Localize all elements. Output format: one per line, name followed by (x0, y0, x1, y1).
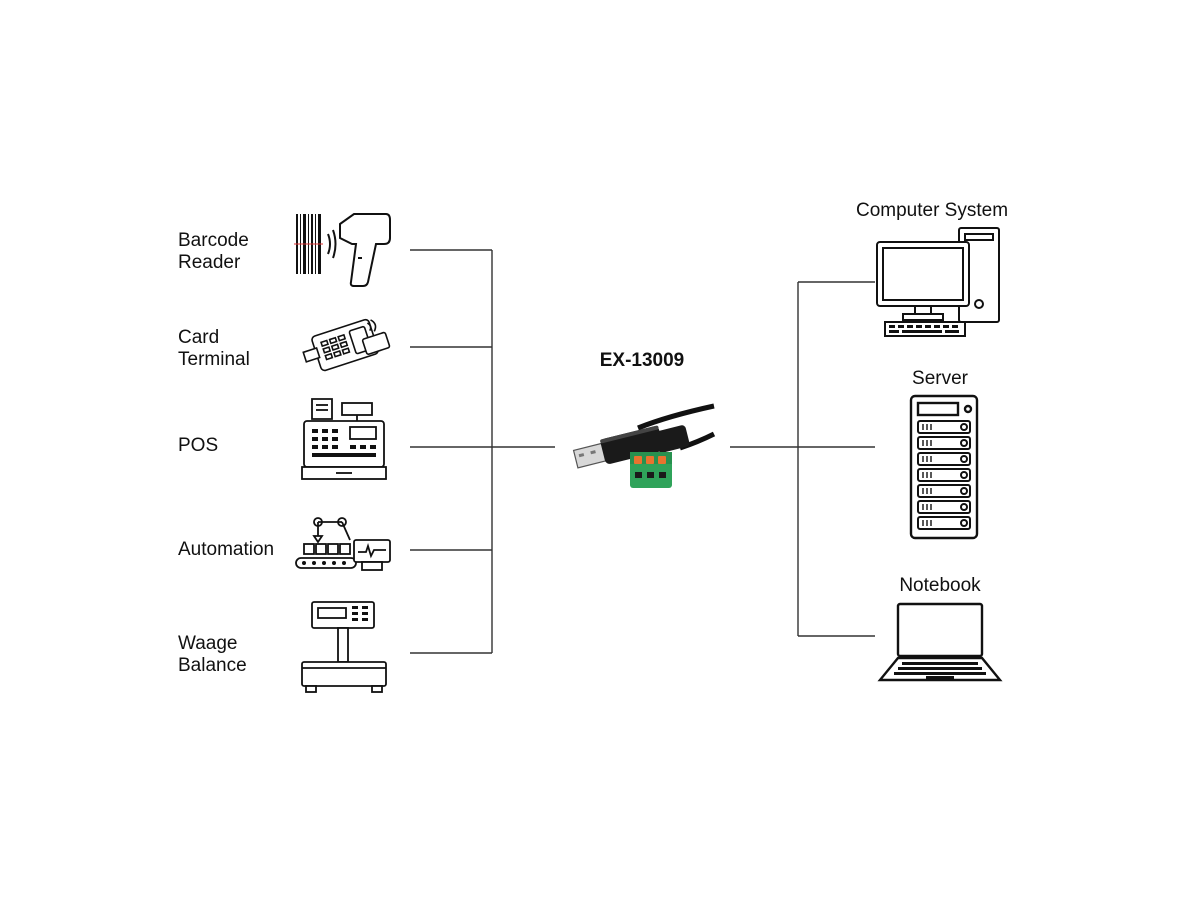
server-drive-led (960, 439, 968, 447)
product-title: EX-13009 (599, 350, 685, 371)
device-label-barcode-reader: Barcode Reader (178, 230, 249, 273)
host-label-server: Server (912, 368, 968, 389)
device-label-scale: Waage Balance (178, 633, 247, 676)
server-drive-led (960, 519, 968, 527)
server-drive-led (960, 503, 968, 511)
server-drive-led (960, 423, 968, 431)
device-label-card-terminal: Card Terminal (178, 327, 250, 370)
server-drive-led (960, 487, 968, 495)
pos-register-icon (301, 398, 387, 480)
barcode-reader-icon (294, 213, 391, 287)
desktop-computer-icon (876, 227, 1000, 337)
host-label-notebook: Notebook (899, 575, 981, 596)
automation-robot-icon (295, 517, 391, 571)
device-label-automation: Automation (178, 539, 275, 560)
device-label-pos: POS (178, 435, 219, 456)
card-terminal-icon (302, 318, 391, 372)
usb-cable-image (572, 403, 716, 488)
scale-icon (301, 601, 387, 693)
notebook-icon (877, 602, 1003, 682)
server-drive-led (960, 471, 968, 479)
server-drive-led (960, 455, 968, 463)
host-label-computer-system: Computer System (855, 200, 1009, 221)
server-rack-icon (909, 394, 979, 540)
